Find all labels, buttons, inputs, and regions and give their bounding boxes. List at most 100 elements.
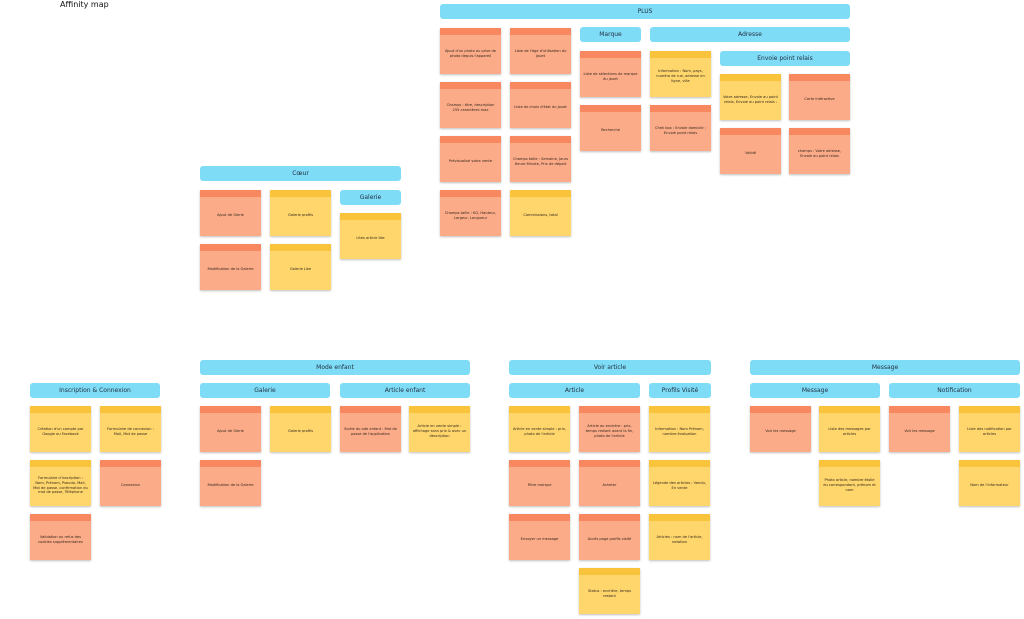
sticky-note[interactable]: Champs taille : Semaine, Jours Heure Min… xyxy=(510,136,571,182)
header-adresse[interactable]: Adresse xyxy=(650,27,850,42)
note-text: Validé xyxy=(745,151,756,156)
sticky-note[interactable]: Liste des messages par articles xyxy=(819,406,880,452)
sticky-note[interactable]: Champs : titre, description 255 caractèr… xyxy=(440,82,501,128)
note-text: Article en vente simple : affichage sans… xyxy=(412,424,467,438)
sticky-note[interactable]: Liste des notification par articles xyxy=(959,406,1020,452)
header-envoie-point-relais[interactable]: Envoie point relais xyxy=(720,51,850,66)
note-text: Modification de la Galerie xyxy=(207,483,254,488)
header-inscription-connexion[interactable]: Inscription & Connexion xyxy=(30,383,160,398)
sticky-note[interactable]: Information : Nom, pays, numéro de rue, … xyxy=(650,51,711,97)
note-text: Formulaire de connexion : Mail, Mot de p… xyxy=(107,426,154,436)
sticky-note[interactable]: Formulaire d'inscription : Nom, Prénom, … xyxy=(30,460,91,506)
sticky-note[interactable]: Galerie Like xyxy=(270,244,331,290)
note-text: Status : enchère, temps restant xyxy=(587,588,632,598)
header-article[interactable]: Article xyxy=(509,383,640,398)
note-text: Galerie profils xyxy=(287,429,314,434)
note-text: Création d'un compte par Google ou Faceb… xyxy=(37,426,84,436)
sticky-note[interactable]: Formulaire de connexion : Mail, Mot de p… xyxy=(100,406,161,452)
sticky-note[interactable]: Acheter xyxy=(579,460,640,506)
sticky-note[interactable]: Connexion xyxy=(100,460,161,506)
header-article-enfant[interactable]: Article enfant xyxy=(340,383,470,398)
sticky-note[interactable]: Voir les message xyxy=(889,406,950,452)
note-text: Connexion xyxy=(120,483,140,488)
sticky-note[interactable]: Prévisualisé votre vente xyxy=(440,136,501,182)
note-text: Commissions, total xyxy=(523,213,558,218)
page-title: Affinity map xyxy=(60,0,109,9)
note-text: Liste de choix d'état du jouet xyxy=(514,105,567,110)
sticky-note[interactable]: Article au enchère : prix, temps restant… xyxy=(579,406,640,452)
sticky-note[interactable]: Articles : nom de l'article, notation xyxy=(649,514,710,560)
sticky-note[interactable]: Modification de la Galerie xyxy=(200,460,261,506)
header-coeur[interactable]: Cœur xyxy=(200,166,401,181)
note-text: Votre adresse, Envoie au point relais, E… xyxy=(723,94,778,104)
sticky-note[interactable]: Champs taille : KG, Hauteur, Largeur, Lo… xyxy=(440,190,501,236)
note-text: Information : Nom, pays, numéro de rue, … xyxy=(656,69,705,83)
note-text: Lites article like xyxy=(356,236,385,241)
sticky-note[interactable]: Liste de choix d'état du jouet xyxy=(510,82,571,128)
sticky-note[interactable]: Votre adresse, Envoie au point relais, E… xyxy=(720,74,781,120)
sticky-note[interactable]: Commissions, total xyxy=(510,190,571,236)
note-text: Accès page profils visité xyxy=(587,537,632,542)
sticky-note[interactable]: Ajout de Glerie xyxy=(200,406,261,452)
header-mode-enfant[interactable]: Mode enfant xyxy=(200,360,470,375)
note-text: Filtre marque xyxy=(527,483,552,488)
note-text: Légende des articles : Vendu, En vente xyxy=(652,480,707,490)
note-text: Information : Nom Prénom, nombre évaluat… xyxy=(655,426,704,436)
header-marque[interactable]: Marque xyxy=(580,27,641,42)
sticky-note[interactable]: Sortie du ode enfant : Mot de passe de l… xyxy=(340,406,401,452)
note-text: Validation ou refus des cookies suppléme… xyxy=(38,534,83,544)
note-text: Envoyer un message xyxy=(520,537,559,542)
note-text: Galerie profils xyxy=(287,213,314,218)
sticky-note[interactable]: Légende des articles : Vendu, En vente xyxy=(649,460,710,506)
note-text: Liste de l'âge d'utilisation du jouet xyxy=(514,48,567,58)
sticky-note[interactable]: Galerie profils xyxy=(270,406,331,452)
sticky-note[interactable]: Création d'un compte par Google ou Faceb… xyxy=(30,406,91,452)
sticky-note[interactable]: Article en vente simple : affichage sans… xyxy=(409,406,470,452)
sticky-note[interactable]: Chek box : Envoie domicile ; Envoie poin… xyxy=(650,105,711,151)
header-plus[interactable]: PLUS xyxy=(440,4,850,19)
note-text: Champs taille : KG, Hauteur, Largeur, Lo… xyxy=(444,210,497,220)
sticky-note[interactable]: Recherche xyxy=(580,105,641,151)
note-text: Liste des notification par articles xyxy=(967,426,1012,436)
sticky-note[interactable]: Accès page profils visité xyxy=(579,514,640,560)
sticky-note[interactable]: Lites article like xyxy=(340,213,401,259)
sticky-note[interactable]: Filtre marque xyxy=(509,460,570,506)
sticky-note[interactable]: Information : Nom Prénom, nombre évaluat… xyxy=(649,406,710,452)
note-text: Carte intéractive xyxy=(804,97,835,102)
header-voir-article[interactable]: Voir article xyxy=(509,360,711,375)
note-text: Liste des messages par articles xyxy=(828,426,871,436)
header-profils-visite[interactable]: Profils Visité xyxy=(649,383,711,398)
note-text: Ajout de Glerie xyxy=(217,213,244,218)
header-message-sub[interactable]: Message xyxy=(750,383,880,398)
note-text: Nom de l'informateur xyxy=(970,483,1009,488)
sticky-note[interactable]: Modification de la Galerie xyxy=(200,244,261,290)
sticky-note[interactable]: Ajout d'un photo ou prise de photo depui… xyxy=(440,28,501,74)
sticky-note[interactable]: Nom de l'informateur xyxy=(959,460,1020,506)
note-text: Ajout de Glerie xyxy=(217,429,244,434)
note-text: Galerie Like xyxy=(289,267,312,272)
header-message[interactable]: Message xyxy=(750,360,1020,375)
header-mode-enfant-galerie[interactable]: Galerie xyxy=(200,383,330,398)
header-notification[interactable]: Notification xyxy=(889,383,1020,398)
note-text: Prévisualisé votre vente xyxy=(448,159,493,164)
sticky-note[interactable]: Galerie profils xyxy=(270,190,331,236)
sticky-note[interactable]: Article en vente simple : prix, photo de… xyxy=(509,406,570,452)
note-text: Article au enchère : prix, temps restant… xyxy=(585,424,634,438)
sticky-note[interactable]: Ajout de Glerie xyxy=(200,190,261,236)
sticky-note[interactable]: Status : enchère, temps restant xyxy=(579,568,640,614)
note-text: Chek box : Envoie domicile ; Envoie poin… xyxy=(655,125,706,135)
note-text: Champs taille : Semaine, Jours Heure Min… xyxy=(513,156,568,166)
note-text: Champs : titre, description 255 caractèr… xyxy=(446,102,495,112)
sticky-note[interactable]: Photo article, nombre étoile du correspo… xyxy=(819,460,880,506)
sticky-note[interactable]: champs : Votre adresse, Envoie au point … xyxy=(789,128,850,174)
sticky-note[interactable]: Validé xyxy=(720,128,781,174)
note-text: Modification de la Galerie xyxy=(207,267,254,272)
sticky-note[interactable]: Carte intéractive xyxy=(789,74,850,120)
sticky-note[interactable]: Envoyer un message xyxy=(509,514,570,560)
header-coeur-galerie[interactable]: Galerie xyxy=(340,190,401,205)
note-text: Ajout d'un photo ou prise de photo depui… xyxy=(444,48,497,58)
sticky-note[interactable]: Liste de sélections de marque du jouet xyxy=(580,51,641,97)
sticky-note[interactable]: Validation ou refus des cookies suppléme… xyxy=(30,514,91,560)
sticky-note[interactable]: Liste de l'âge d'utilisation du jouet xyxy=(510,28,571,74)
sticky-note[interactable]: Voir les message xyxy=(750,406,811,452)
